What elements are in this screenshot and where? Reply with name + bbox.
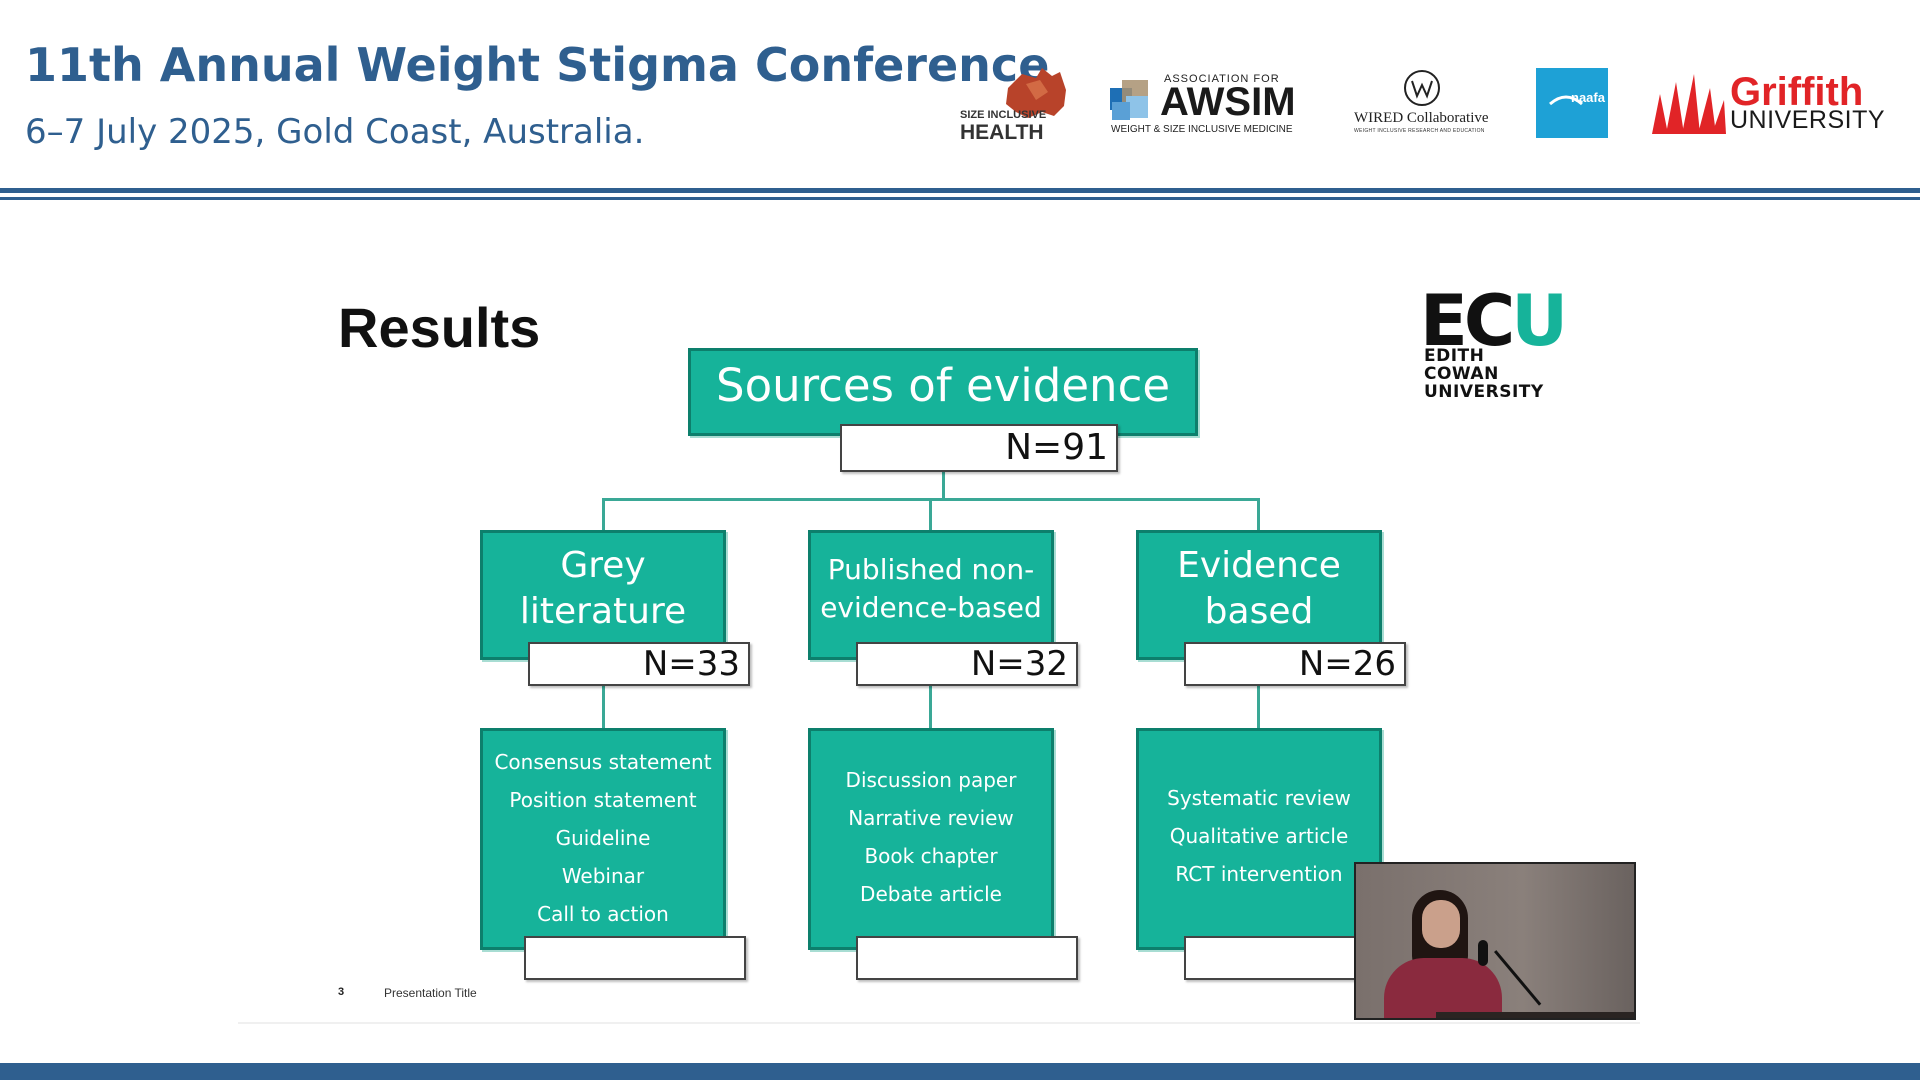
list-item: RCT intervention (1175, 862, 1343, 886)
awsim-assoc: ASSOCIATION FOR (1164, 73, 1280, 85)
wired-collaborative-logo: WIRED Collaborative WEIGHT INCLUSIVE RES… (1348, 68, 1498, 138)
sih-line1: SIZE INCLUSIVE (960, 109, 1047, 121)
slide-heading: Results (338, 296, 541, 359)
category-box-evidence-based: Evidence based (1136, 530, 1382, 660)
items-box-grey-literature: Consensus statement Position statement G… (480, 728, 726, 950)
empty-count-box (856, 936, 1078, 980)
list-item: Guideline (555, 826, 651, 850)
header-divider-thin (0, 197, 1920, 200)
wired-name: WIRED Collaborative (1354, 110, 1489, 126)
microphone-icon (1478, 940, 1488, 966)
size-inclusive-health-logo: SIZE INCLUSIVE HEALTH (960, 66, 1070, 146)
count-label: N=32 (970, 644, 1068, 684)
footer-bar (0, 1063, 1920, 1080)
sources-of-evidence-box: Sources of evidence (688, 348, 1198, 436)
conference-subtitle: 6–7 July 2025, Gold Coast, Australia. (25, 112, 645, 152)
awsim-sub: WEIGHT & SIZE INCLUSIVE MEDICINE (1111, 124, 1293, 135)
wired-w-circle-icon (1404, 70, 1440, 106)
slide-bottom-edge (238, 1022, 1640, 1024)
count-label: N=33 (642, 644, 740, 684)
list-item: Webinar (561, 864, 645, 888)
slide-page-number: 3 (338, 986, 345, 998)
connector-line (929, 686, 932, 730)
connector-line (942, 472, 945, 500)
australia-map-icon (1006, 68, 1066, 118)
list-item: Debate article (860, 882, 1002, 906)
list-item: Qualitative article (1169, 824, 1349, 848)
total-count-box: N=91 (840, 424, 1118, 472)
box-label: Sources of evidence (716, 359, 1170, 412)
naafa-swoosh-icon (1549, 95, 1583, 106)
count-label: N=26 (1298, 644, 1396, 684)
griffith-university-logo: Griffith UNIVERSITY (1650, 72, 1885, 138)
list-item: Systematic review (1167, 786, 1351, 810)
awsim-name: AWSIM (1160, 80, 1296, 124)
category-count-box: N=33 (528, 642, 750, 686)
list-item: Book chapter (864, 844, 998, 868)
connector-line (1257, 498, 1260, 532)
griffith-flame-icon (1652, 74, 1726, 134)
ecu-mark: ECU (1420, 280, 1568, 362)
speaker-webcam-video[interactable] (1354, 862, 1636, 1020)
list-item: Consensus statement (494, 750, 712, 774)
sih-line2: HEALTH (960, 121, 1044, 144)
awsim-square-icon (1126, 96, 1148, 118)
items-box-published-non-evidence: Discussion paper Narrative review Book c… (808, 728, 1054, 950)
category-box-grey-literature: Grey literature (480, 530, 726, 660)
wired-sub: WEIGHT INCLUSIVE RESEARCH AND EDUCATION (1354, 128, 1485, 134)
lectern (1436, 1012, 1634, 1018)
category-count-box: N=26 (1184, 642, 1406, 686)
connector-line (602, 498, 605, 532)
category-box-published-non-evidence: Published non-evidence-based (808, 530, 1054, 660)
count-label: N=91 (1005, 427, 1108, 468)
naafa-logo: naafa (1536, 68, 1608, 138)
list-item: Call to action (537, 902, 669, 926)
list-item: Narrative review (848, 806, 1014, 830)
speaker-face (1422, 900, 1460, 948)
conference-title: 11th Annual Weight Stigma Conference (25, 38, 1050, 92)
connector-line (602, 686, 605, 730)
category-label: Evidence based (1177, 545, 1341, 632)
connector-line (1257, 686, 1260, 730)
griffith-sub: UNIVERSITY (1730, 106, 1886, 134)
list-item: Position statement (509, 788, 697, 812)
slide-footer-title: Presentation Title (384, 986, 477, 1000)
empty-count-box (524, 936, 746, 980)
category-count-box: N=32 (856, 642, 1078, 686)
header-divider (0, 188, 1920, 193)
connector-line (929, 498, 932, 532)
category-label: Published non-evidence-based (820, 553, 1042, 624)
awsim-square-icon (1112, 102, 1130, 120)
list-item: Discussion paper (845, 768, 1017, 792)
awsim-logo: ASSOCIATION FOR AWSIM WEIGHT & SIZE INCL… (1108, 70, 1308, 140)
speaker-body (1384, 958, 1502, 1018)
category-label: Grey literature (519, 545, 687, 632)
naafa-name: naafa (1571, 90, 1605, 105)
items-box-evidence-based: Systematic review Qualitative article RC… (1136, 728, 1382, 950)
griffith-name: Griffith (1730, 70, 1864, 114)
